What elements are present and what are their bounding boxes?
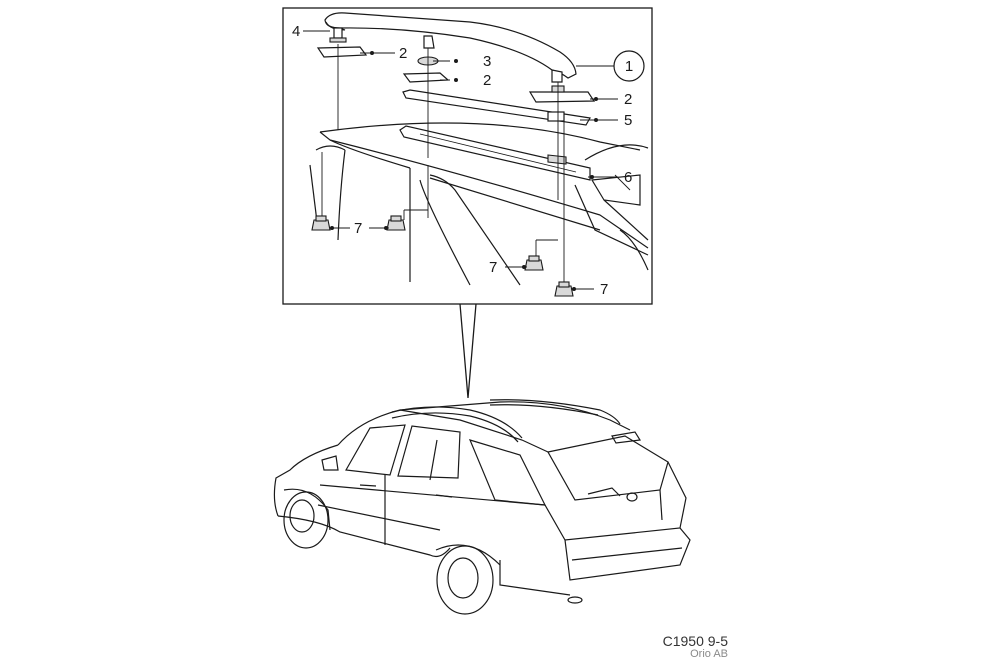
callout-2c: 2 bbox=[624, 91, 632, 108]
callout-2a: 2 bbox=[399, 45, 407, 62]
roof-rail-bar bbox=[324, 12, 577, 83]
callout-4: 4 bbox=[292, 23, 300, 40]
clip-nut-1 bbox=[311, 215, 331, 231]
callout-1-circle bbox=[613, 50, 645, 82]
inset-pointer bbox=[459, 303, 477, 399]
diagram-code: C1950 9-5 bbox=[662, 633, 728, 649]
long-mounting-plate bbox=[402, 89, 591, 126]
spacer-plate-left bbox=[316, 46, 368, 58]
callout-7c: 7 bbox=[600, 281, 608, 298]
car-wagon-illustration bbox=[273, 399, 691, 615]
callout-6: 6 bbox=[624, 169, 632, 186]
callout-3: 3 bbox=[483, 53, 491, 70]
clip-nut-2 bbox=[386, 215, 406, 231]
callout-2b: 2 bbox=[483, 72, 491, 89]
diagram-maker: Orio AB bbox=[690, 648, 728, 660]
callout-1: 1 bbox=[625, 58, 633, 75]
callout-7b: 7 bbox=[489, 259, 497, 276]
screw-stud bbox=[329, 27, 347, 43]
clip-nut-4 bbox=[554, 281, 574, 297]
spacer-plate-middle bbox=[402, 72, 450, 83]
callout-5: 5 bbox=[624, 112, 632, 129]
callout-7a: 7 bbox=[354, 220, 362, 237]
spacer-plate-right bbox=[528, 91, 596, 103]
assembly-guide-lines bbox=[321, 44, 565, 284]
seal-strip bbox=[399, 125, 591, 181]
clip-nut-3 bbox=[524, 255, 544, 271]
